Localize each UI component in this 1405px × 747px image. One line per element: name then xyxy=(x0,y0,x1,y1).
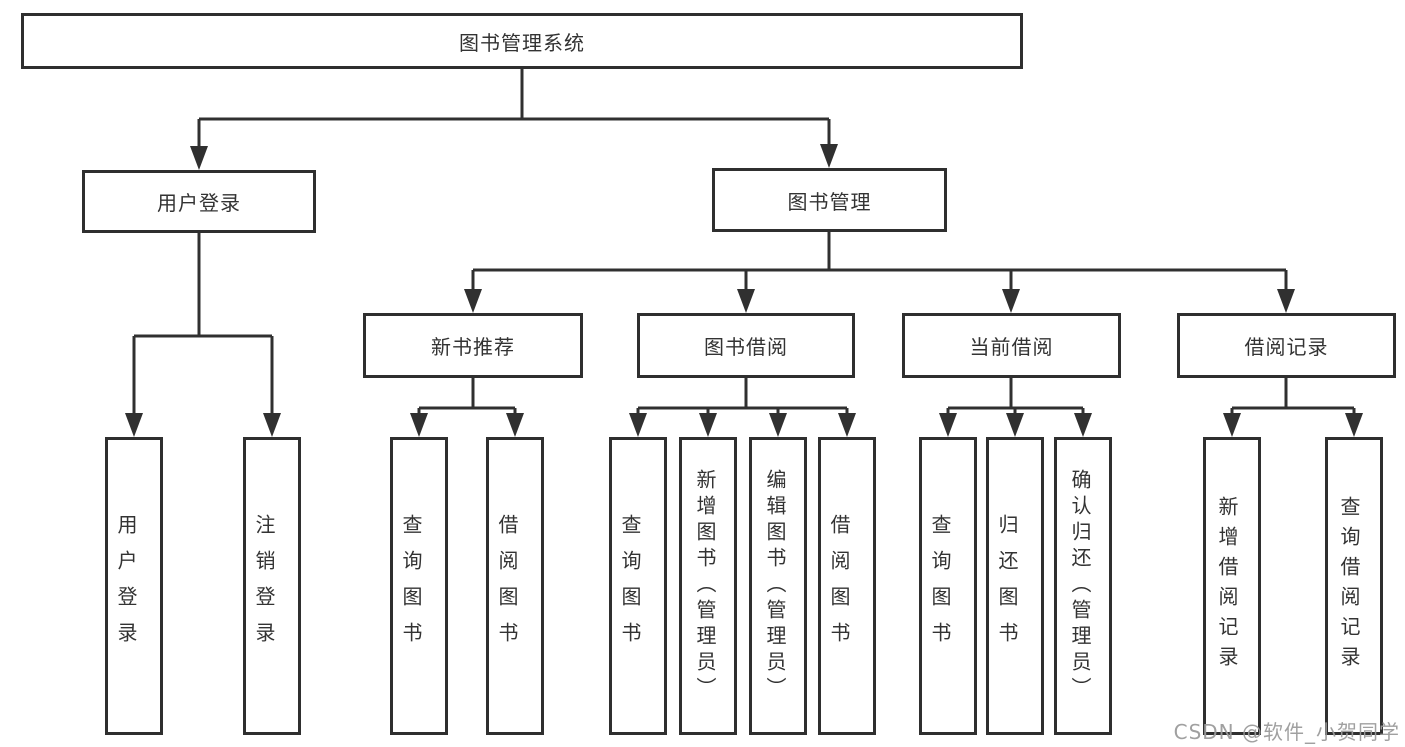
node-user-login: 用户登录 xyxy=(82,170,316,233)
node-system-root: 图书管理系统 xyxy=(21,13,1023,69)
csdn-watermark: CSDN @软件_小贺同学 xyxy=(1173,720,1400,744)
leaf-return-books: 归还图书 xyxy=(986,437,1044,735)
leaf-query-borrow-record: 查询借阅记录 xyxy=(1325,437,1383,735)
leaf-recommend-query-books: 查询图书 xyxy=(390,437,448,735)
leaf-add-borrow-record: 新增借阅记录 xyxy=(1203,437,1261,735)
leaf-add-book-admin-label: 新增图书（管理员） xyxy=(693,469,717,703)
arrowheads xyxy=(125,144,1363,437)
leaf-edit-book-admin-label: 编辑图书（管理员） xyxy=(763,469,787,703)
connector-level3-subtrees xyxy=(417,378,1356,416)
node-borrow-records: 借阅记录 xyxy=(1177,313,1396,378)
leaf-logout-label: 注销登录 xyxy=(252,514,276,658)
leaf-recommend-borrow-books: 借阅图书 xyxy=(486,437,544,735)
connector-user-login-subtree xyxy=(132,233,274,416)
leaf-logout: 注销登录 xyxy=(243,437,301,735)
leaf-edit-book-admin: 编辑图书（管理员） xyxy=(749,437,807,735)
node-new-book-recommend: 新书推荐 xyxy=(363,313,583,378)
leaf-borrow-query-books: 查询图书 xyxy=(609,437,667,735)
leaf-confirm-return-admin-label: 确认归还（管理员） xyxy=(1068,469,1092,703)
node-new-book-recommend-label: 新书推荐 xyxy=(431,335,515,359)
connector-root-to-level2 xyxy=(197,69,831,148)
node-borrow-records-label: 借阅记录 xyxy=(1244,335,1329,359)
node-current-borrow: 当前借阅 xyxy=(902,313,1121,378)
leaf-current-query-books: 查询图书 xyxy=(919,437,977,735)
leaf-confirm-return-admin: 确认归还（管理员） xyxy=(1054,437,1112,735)
leaf-add-borrow-record-label: 新增借阅记录 xyxy=(1215,496,1239,676)
node-system-root-label: 图书管理系统 xyxy=(459,30,585,55)
node-book-management-label: 图书管理 xyxy=(787,189,872,214)
node-book-borrow-label: 图书借阅 xyxy=(704,335,788,359)
leaf-return-books-label: 归还图书 xyxy=(995,514,1019,658)
leaf-user-login-label: 用户登录 xyxy=(114,514,138,658)
leaf-recommend-query-books-label: 查询图书 xyxy=(399,514,423,658)
node-book-management: 图书管理 xyxy=(712,168,947,232)
leaf-borrow-books-label: 借阅图书 xyxy=(827,514,851,658)
leaf-borrow-query-books-label: 查询图书 xyxy=(618,514,642,658)
connector-book-mgmt-to-level3 xyxy=(471,232,1288,292)
leaf-add-book-admin: 新增图书（管理员） xyxy=(679,437,737,735)
node-current-borrow-label: 当前借阅 xyxy=(969,335,1054,359)
leaf-query-borrow-record-label: 查询借阅记录 xyxy=(1337,496,1361,676)
leaf-borrow-books: 借阅图书 xyxy=(818,437,876,735)
node-user-login-label: 用户登录 xyxy=(157,191,241,215)
leaf-current-query-books-label: 查询图书 xyxy=(928,514,952,658)
node-book-borrow: 图书借阅 xyxy=(637,313,855,378)
leaf-recommend-borrow-books-label: 借阅图书 xyxy=(495,514,519,658)
leaf-user-login: 用户登录 xyxy=(105,437,163,735)
